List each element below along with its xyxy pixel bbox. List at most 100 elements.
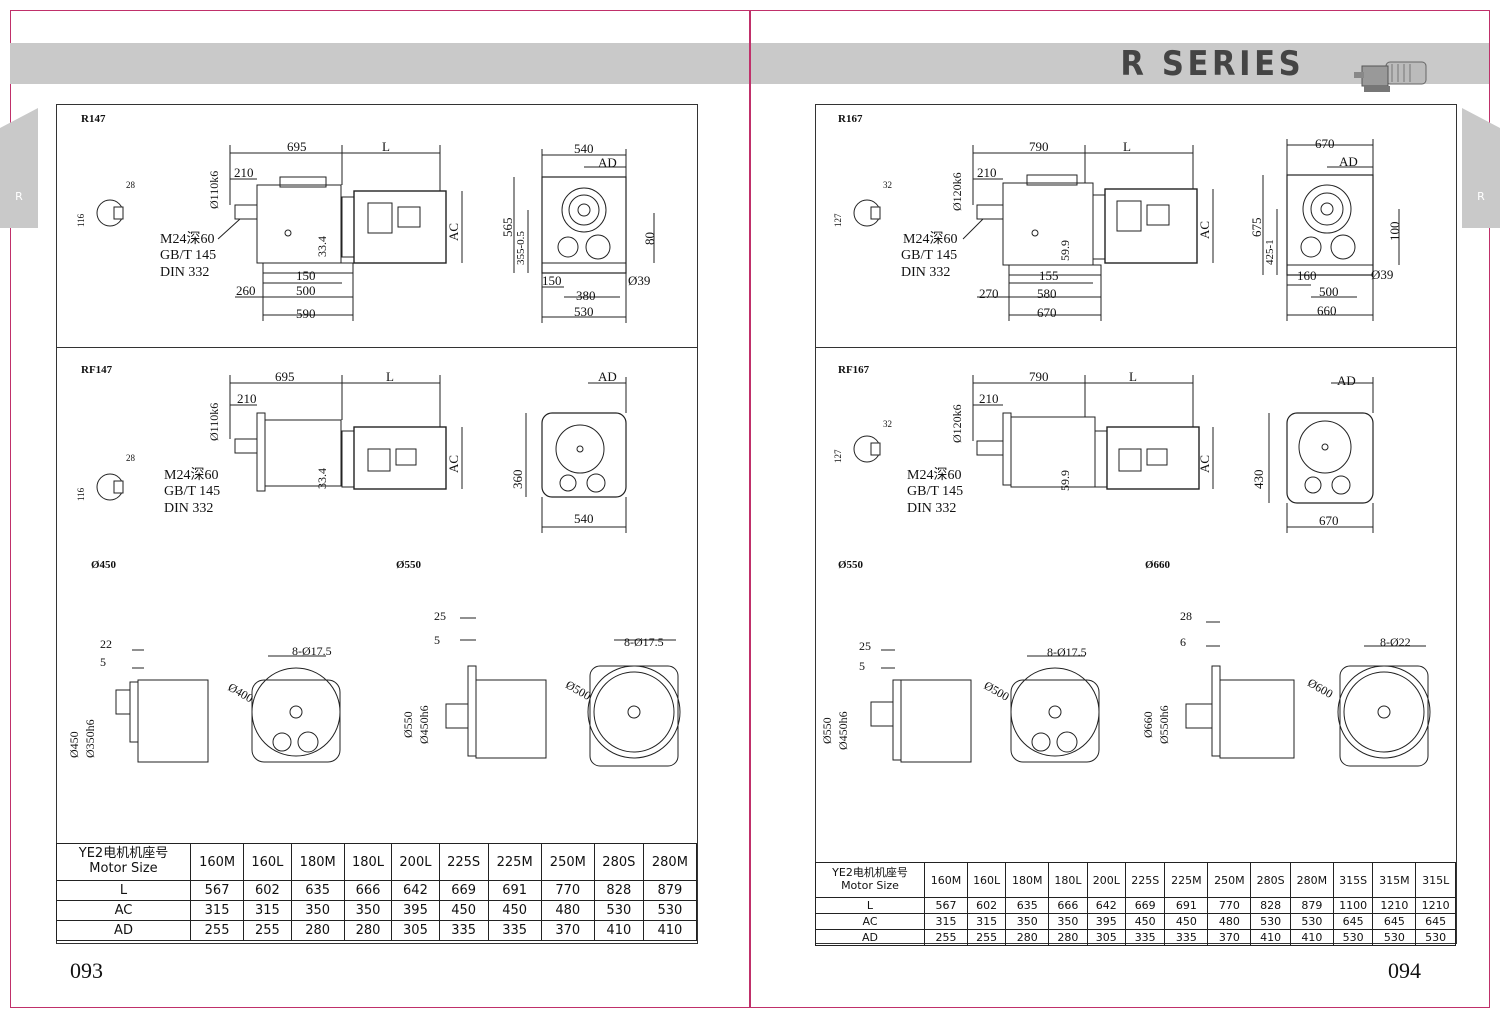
svg-text:25: 25 (859, 639, 871, 653)
svg-text:565: 565 (500, 218, 515, 238)
svg-text:L: L (1129, 369, 1137, 384)
svg-text:790: 790 (1029, 369, 1049, 384)
svg-text:355-0.5: 355-0.5 (515, 231, 527, 265)
svg-text:430: 430 (1251, 470, 1266, 490)
svg-text:33.4: 33.4 (315, 236, 329, 257)
left-model-flange: RF147 (81, 364, 113, 376)
size-col: 280S (593, 843, 644, 881)
left-flange-label-b: Ø550 (396, 559, 422, 571)
size-col: 315S (1332, 862, 1374, 898)
svg-text:AD: AD (1337, 373, 1356, 388)
svg-text:DIN 332: DIN 332 (907, 501, 956, 516)
svg-text:Ø110k6: Ø110k6 (207, 171, 221, 209)
size-col: 180M (1005, 862, 1050, 898)
svg-text:L: L (382, 139, 390, 154)
svg-text:Ø110k6: Ø110k6 (207, 403, 221, 441)
svg-text:32: 32 (883, 419, 892, 429)
right-foot-drawing: 32 127 790 L 210 Ø120k6 M24深60 GB/T 145 … (833, 136, 1402, 321)
right-page-frame (750, 10, 1490, 1008)
svg-text:360: 360 (510, 470, 525, 490)
svg-text:5: 5 (100, 655, 106, 669)
right-flange-label-b: Ø660 (1145, 559, 1171, 571)
left-flange-drawing: 28 116 695 L 210 Ø110k6 M24深60 GB/T 145 … (76, 369, 627, 533)
size-col: 160L (966, 862, 1007, 898)
svg-text:500: 500 (1319, 284, 1339, 299)
svg-text:AC: AC (1197, 221, 1212, 239)
right-flange-detail-a: 25 5 Ø550 Ø450h6 Ø500 8-Ø17.5 (820, 639, 1100, 763)
svg-text:695: 695 (275, 369, 295, 384)
right-panel-divider (815, 347, 1456, 348)
svg-text:425-1: 425-1 (1264, 239, 1276, 265)
svg-text:Ø500: Ø500 (563, 677, 593, 702)
size-col: 225S (438, 843, 489, 881)
svg-text:Ø600: Ø600 (1305, 675, 1335, 700)
size-col: 225M (1164, 862, 1209, 898)
svg-text:116: 116 (76, 487, 86, 501)
svg-text:8-Ø17.5: 8-Ø17.5 (624, 635, 664, 649)
size-col: 160M (189, 843, 245, 881)
svg-text:59.9: 59.9 (1058, 240, 1072, 261)
svg-text:AD: AD (598, 155, 617, 170)
svg-text:GB/T 145: GB/T 145 (164, 484, 220, 499)
right-flange-detail-b: 28 6 Ø660 Ø550h6 Ø600 8-Ø22 (1141, 609, 1431, 767)
svg-text:670: 670 (1037, 305, 1057, 320)
svg-text:590: 590 (296, 306, 316, 321)
svg-text:59.9: 59.9 (1058, 470, 1072, 491)
key-height: 116 (76, 213, 86, 227)
size-col: 160M (924, 862, 968, 898)
svg-text:GB/T 145: GB/T 145 (160, 248, 216, 263)
svg-text:Ø39: Ø39 (628, 273, 650, 288)
svg-text:M24深60: M24深60 (903, 231, 957, 247)
svg-text:28: 28 (126, 453, 136, 463)
svg-text:AC: AC (446, 223, 461, 241)
svg-text:GB/T 145: GB/T 145 (901, 248, 957, 263)
svg-text:28: 28 (1180, 609, 1192, 623)
svg-text:127: 127 (833, 213, 843, 227)
left-foot-drawing: 28 116 695 L 210 Ø110k6 M24深60 GB/T 145 … (76, 139, 657, 323)
svg-text:660: 660 (1317, 303, 1337, 318)
svg-text:540: 540 (574, 511, 594, 526)
svg-text:150: 150 (542, 273, 562, 288)
svg-text:33.4: 33.4 (315, 468, 329, 489)
right-side-tab: R (1462, 108, 1500, 228)
size-col: 315L (1415, 862, 1456, 898)
svg-text:L: L (1123, 139, 1131, 154)
right-drawing-panel (815, 104, 1457, 944)
svg-text:380: 380 (576, 288, 596, 303)
size-col: 280M (642, 843, 698, 881)
size-col: 160L (243, 843, 292, 881)
left-side-tab: R (0, 108, 38, 228)
svg-text:530: 530 (574, 304, 594, 319)
size-col: 180M (290, 843, 345, 881)
left-flange-label-a: Ø450 (91, 559, 117, 571)
size-col: 200L (1086, 862, 1126, 898)
svg-text:Ø500: Ø500 (982, 678, 1012, 703)
svg-text:Ø400: Ø400 (226, 680, 256, 705)
svg-text:670: 670 (1315, 136, 1335, 151)
svg-text:695: 695 (287, 139, 307, 154)
svg-text:Ø660: Ø660 (1141, 711, 1155, 738)
table-header-cell: YE2电机机座号 Motor Size (815, 862, 925, 898)
svg-text:670: 670 (1319, 513, 1339, 528)
svg-text:Ø550: Ø550 (820, 717, 834, 744)
size-col: 200L (391, 843, 440, 881)
size-col: 180L (1048, 862, 1088, 898)
svg-text:100: 100 (1387, 222, 1402, 242)
svg-text:540: 540 (574, 141, 594, 156)
svg-text:Ø550: Ø550 (401, 711, 415, 738)
left-drawing-panel (56, 104, 698, 944)
right-model-foot: R167 (838, 113, 863, 125)
svg-text:270: 270 (979, 286, 999, 301)
svg-text:Ø120k6: Ø120k6 (950, 404, 964, 443)
right-flange-drawing: 32 127 790 L 210 Ø120k6 M24深60 GB/T 145 … (833, 369, 1374, 533)
svg-text:210: 210 (234, 165, 254, 180)
series-title: R SERIES (1120, 44, 1304, 84)
svg-text:675: 675 (1249, 218, 1264, 238)
left-page-number: 093 (70, 958, 103, 983)
key-width: 28 (126, 180, 136, 190)
